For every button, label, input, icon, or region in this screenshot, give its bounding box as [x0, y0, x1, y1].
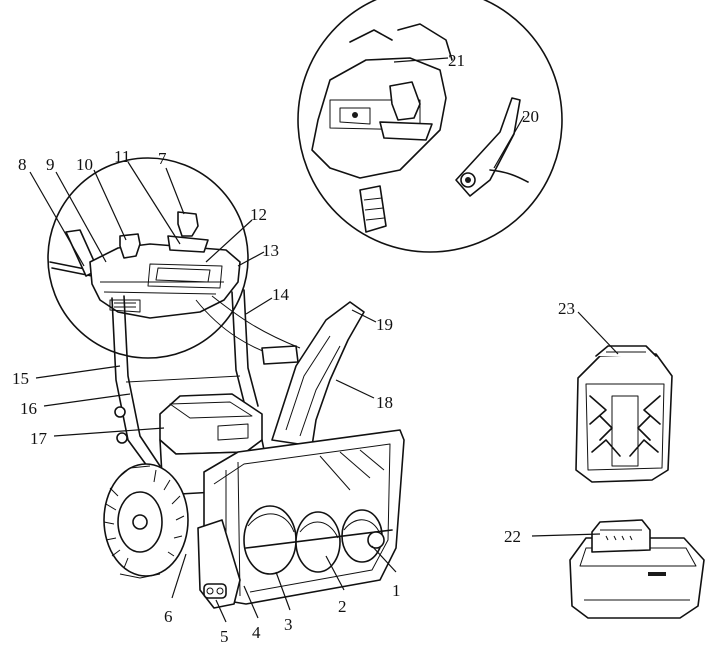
callout-2: 2: [338, 597, 347, 616]
callout-16: 16: [20, 399, 37, 418]
callout-4: 4: [252, 623, 261, 642]
callout-22: 22: [504, 527, 521, 546]
callout-19: 19: [376, 315, 393, 334]
callout-14: 14: [272, 285, 290, 304]
callout-1: 1: [392, 581, 401, 600]
battery-pack: [576, 346, 672, 482]
callout-18: 18: [376, 393, 393, 412]
snow-thrower-body: [104, 290, 404, 608]
callout-11: 11: [114, 147, 130, 166]
callout-7: 7: [158, 149, 167, 168]
lever-detail: [298, 0, 562, 252]
callout-10: 10: [76, 155, 93, 174]
callout-9: 9: [46, 155, 55, 174]
callout-6: 6: [164, 607, 173, 626]
callout-17: 17: [30, 429, 48, 448]
callout-15: 15: [12, 369, 29, 388]
callout-12: 12: [250, 205, 267, 224]
callout-23: 23: [558, 299, 575, 318]
wheel: [104, 464, 188, 578]
callout-20: 20: [522, 107, 539, 126]
callout-13: 13: [262, 241, 279, 260]
callout-3: 3: [284, 615, 293, 634]
callout-21: 21: [448, 51, 465, 70]
callout-8: 8: [18, 155, 27, 174]
callout-5: 5: [220, 627, 229, 646]
